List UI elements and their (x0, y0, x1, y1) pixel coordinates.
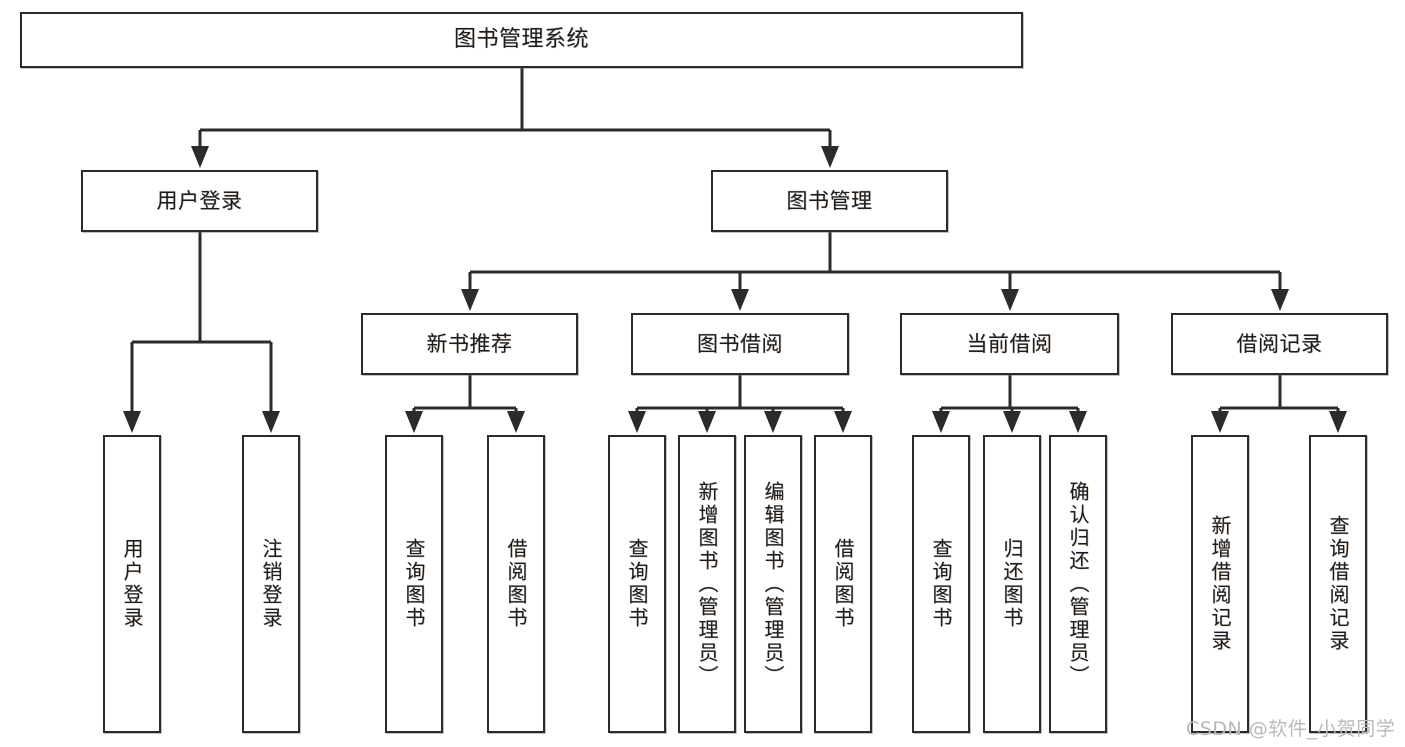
node-b_query[interactable]: 查询图书 (608, 435, 666, 733)
node-label: 注销登录 (259, 538, 283, 630)
node-label: 新增借阅记录 (1208, 515, 1232, 653)
connector-arrowhead (1069, 411, 1087, 433)
node-newbook[interactable]: 新书推荐 (361, 313, 578, 375)
node-label: 图书管理系统 (453, 27, 589, 53)
connector-arrowhead (1271, 289, 1289, 311)
node-current[interactable]: 当前借阅 (900, 313, 1119, 375)
node-borrow[interactable]: 图书借阅 (631, 313, 849, 375)
connector-arrowhead (191, 146, 209, 168)
node-label: 确认归还（管理员） (1066, 480, 1090, 688)
watermark-label: CSDN @软件_小贺同学 (1186, 718, 1396, 740)
connector-arrowhead (1211, 411, 1229, 433)
connector-arrowhead (731, 289, 749, 311)
connector-arrowhead (262, 411, 280, 433)
node-label: 查询图书 (402, 538, 426, 630)
node-c_query[interactable]: 查询图书 (912, 435, 970, 733)
node-l_login[interactable]: 用户登录 (103, 435, 161, 733)
connector-arrowhead (1001, 289, 1019, 311)
node-label: 图书借阅 (697, 331, 783, 356)
node-label: 查询图书 (625, 538, 649, 630)
node-label: 借阅记录 (1236, 331, 1323, 356)
connector-arrowhead (461, 289, 479, 311)
node-root[interactable]: 图书管理系统 (20, 12, 1023, 68)
node-l_logout[interactable]: 注销登录 (242, 435, 300, 733)
connector-arrowhead (405, 411, 423, 433)
node-label: 当前借阅 (966, 331, 1053, 356)
node-b_edit[interactable]: 编辑图书（管理员） (744, 435, 802, 733)
node-n_borrow[interactable]: 借阅图书 (487, 435, 545, 733)
node-label: 借阅图书 (504, 538, 528, 630)
node-bookmgmt[interactable]: 图书管理 (711, 170, 948, 232)
node-c_confirm[interactable]: 确认归还（管理员） (1049, 435, 1107, 733)
connector-arrowhead (764, 411, 782, 433)
connector-arrowhead (698, 411, 716, 433)
node-c_return[interactable]: 归还图书 (983, 435, 1041, 733)
connector-arrowhead (834, 411, 852, 433)
node-label: 图书管理 (786, 188, 873, 213)
node-label: 新书推荐 (426, 331, 513, 356)
connector-arrowhead (1003, 411, 1021, 433)
node-login[interactable]: 用户登录 (81, 170, 318, 232)
node-n_query[interactable]: 查询图书 (385, 435, 443, 733)
node-label: 新增图书（管理员） (695, 480, 719, 688)
connector-arrowhead (932, 411, 950, 433)
node-label: 归还图书 (1000, 538, 1024, 630)
node-r_query[interactable]: 查询借阅记录 (1309, 435, 1367, 733)
connector-arrowhead (628, 411, 646, 433)
connector-arrowhead (507, 411, 525, 433)
connector-arrowhead (821, 146, 839, 168)
node-label: 借阅图书 (831, 538, 855, 630)
node-label: 用户登录 (156, 188, 243, 213)
node-b_add[interactable]: 新增图书（管理员） (678, 435, 736, 733)
node-records[interactable]: 借阅记录 (1171, 313, 1388, 375)
node-label: 查询图书 (929, 538, 953, 630)
node-label: 查询借阅记录 (1326, 515, 1350, 653)
node-r_add[interactable]: 新增借阅记录 (1191, 435, 1249, 733)
node-label: 用户登录 (120, 538, 144, 630)
node-label: 编辑图书（管理员） (761, 480, 785, 688)
connector-arrowhead (1329, 411, 1347, 433)
connector-arrowhead (123, 411, 141, 433)
node-b_borrow[interactable]: 借阅图书 (814, 435, 872, 733)
